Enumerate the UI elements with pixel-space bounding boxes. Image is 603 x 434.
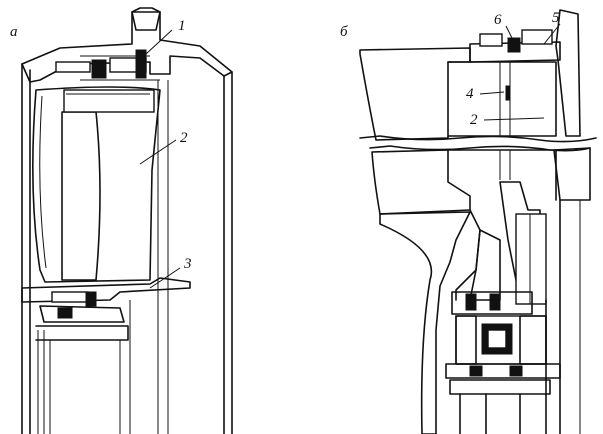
- panel-a-letter: а: [10, 24, 18, 40]
- callout-2-right: 2: [470, 112, 478, 128]
- callout-1: 1: [178, 18, 186, 34]
- panel-b-leaders: [479, 23, 561, 121]
- callout-2-left: 2: [180, 130, 188, 146]
- panel-a-drawing: [21, 7, 233, 434]
- panel-b-drawing: [359, 9, 597, 434]
- panel-b-letter: б: [340, 24, 348, 40]
- callout-5: 5: [552, 10, 560, 26]
- panel-a-leaders: [139, 29, 181, 289]
- callout-6: 6: [494, 12, 502, 28]
- callout-3: 3: [183, 256, 192, 272]
- callout-4: 4: [466, 86, 474, 102]
